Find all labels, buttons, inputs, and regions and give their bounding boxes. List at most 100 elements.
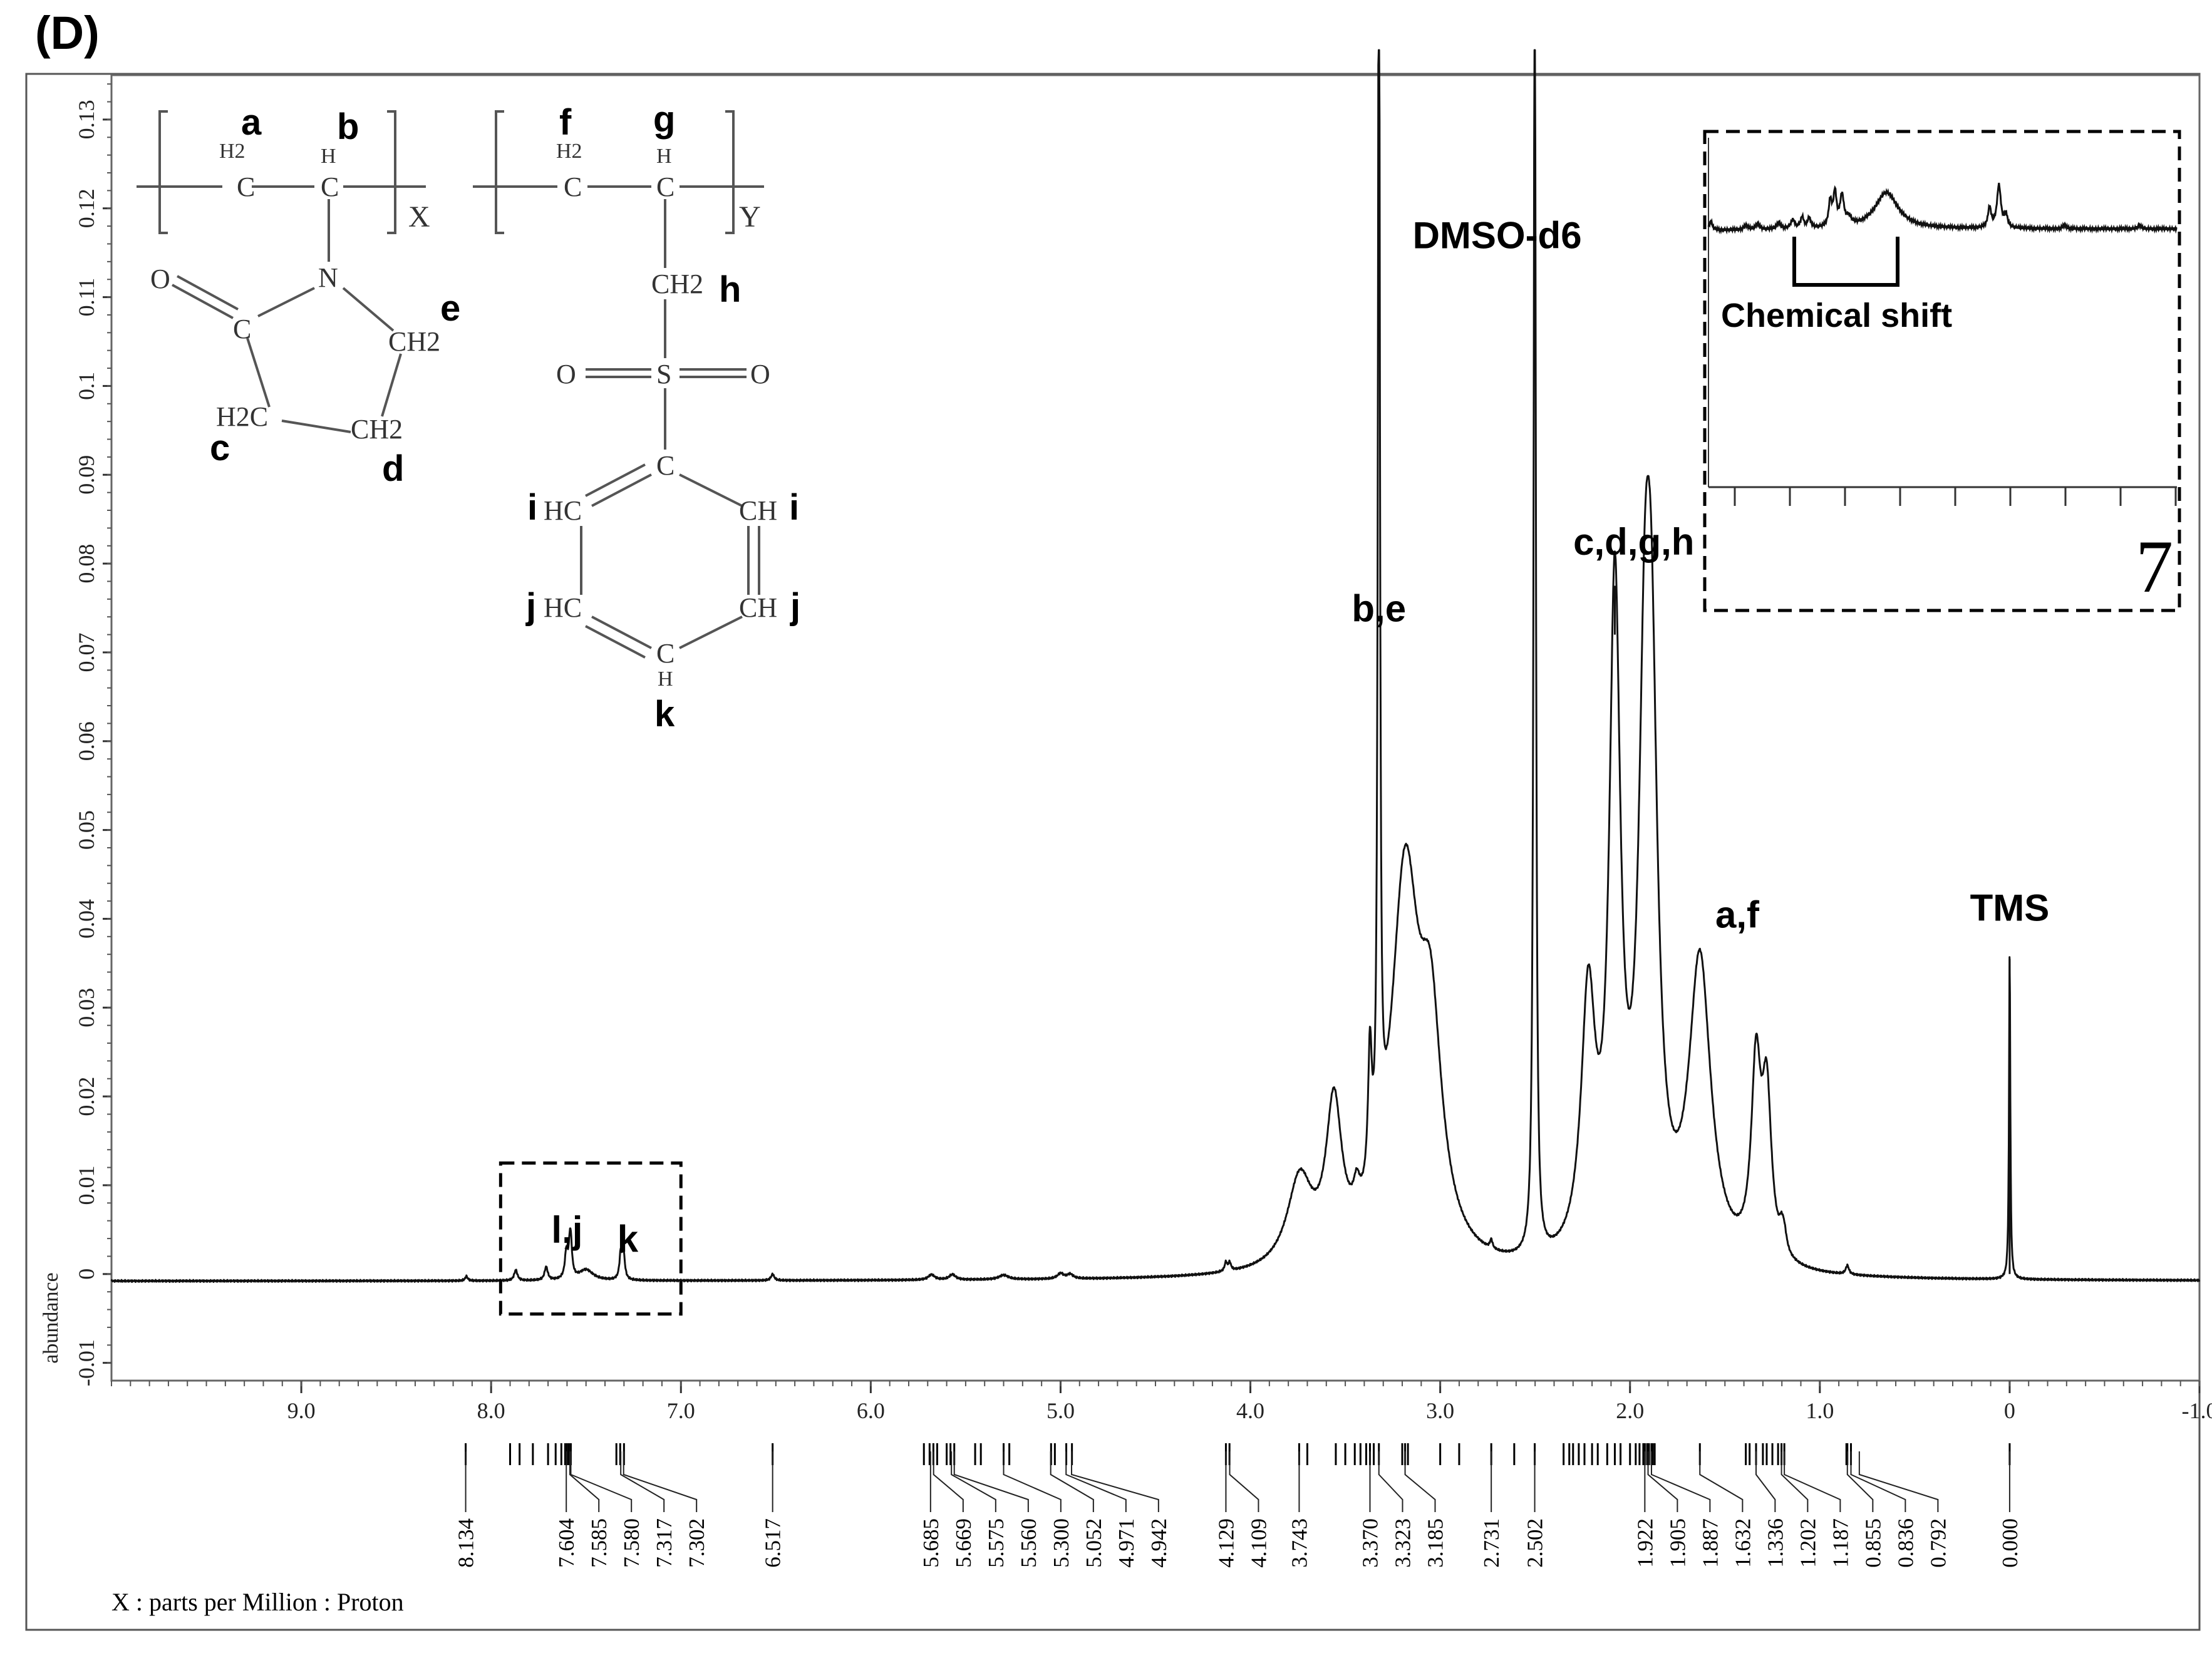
peak-label: 4.971 bbox=[1114, 1518, 1139, 1568]
y-tick-label: 0.12 bbox=[74, 188, 99, 228]
x-tick-label: 2.0 bbox=[1616, 1398, 1644, 1423]
x-tick-label: 3.0 bbox=[1426, 1398, 1454, 1423]
peak-label: 3.323 bbox=[1390, 1518, 1415, 1568]
atom-hc-left-bot: HC bbox=[544, 592, 582, 623]
atom-y-c2: C bbox=[656, 172, 674, 202]
peak-leader bbox=[1050, 1451, 1094, 1512]
peak-leader bbox=[953, 1451, 1029, 1512]
peak-label: 5.300 bbox=[1049, 1518, 1073, 1568]
y-tick-label: 0.04 bbox=[74, 899, 99, 939]
peak-label: 7.580 bbox=[619, 1518, 644, 1568]
y-tick-label: 0.03 bbox=[74, 988, 99, 1027]
atom-c-ring: C bbox=[233, 314, 251, 344]
peak-label: 5.685 bbox=[919, 1518, 943, 1568]
peak-label: 2.502 bbox=[1523, 1518, 1548, 1568]
peak-label: 5.560 bbox=[1016, 1518, 1041, 1568]
inset-ticks bbox=[1734, 487, 2177, 506]
atom-x-h: H bbox=[321, 145, 336, 168]
peak-leader bbox=[1850, 1451, 1906, 1512]
atom-x-c1: C bbox=[237, 172, 255, 202]
peak-label: 3.370 bbox=[1358, 1518, 1382, 1568]
peak-leader bbox=[570, 1451, 633, 1512]
subscript-y: Y bbox=[739, 200, 761, 234]
peak-marks bbox=[465, 1443, 2011, 1465]
letter-a: a bbox=[241, 102, 262, 143]
panel-label: (D) bbox=[35, 7, 100, 59]
x-tick-label: 1.0 bbox=[1806, 1398, 1834, 1423]
atom-ch2-h: CH2 bbox=[651, 269, 703, 299]
letter-d: d bbox=[382, 448, 404, 489]
peak-leader bbox=[951, 1451, 996, 1512]
annotation-b-e: b,e bbox=[1351, 587, 1406, 629]
atom-o-left: O bbox=[556, 359, 576, 389]
bond-n-c bbox=[257, 287, 315, 317]
y-tick-label: 0 bbox=[74, 1269, 99, 1280]
ring-bond-5b bbox=[585, 625, 646, 659]
bond-ch2-ch2 bbox=[381, 353, 402, 417]
atom-y-h: H bbox=[656, 145, 672, 168]
annotation-k: k bbox=[618, 1218, 639, 1260]
y-tick-label: 0.06 bbox=[74, 721, 99, 761]
atom-s: S bbox=[656, 359, 671, 389]
peak-leader bbox=[1846, 1451, 1874, 1512]
ring-bond-6 bbox=[679, 615, 743, 649]
peak-label: 2.731 bbox=[1479, 1518, 1504, 1568]
x-tick-label: 5.0 bbox=[1047, 1398, 1075, 1423]
letter-j-right: j bbox=[790, 586, 800, 627]
peak-label: 4.109 bbox=[1246, 1518, 1271, 1568]
x-tick-label: 7.0 bbox=[667, 1398, 695, 1423]
peak-leader bbox=[1755, 1451, 1776, 1512]
peak-leader bbox=[1378, 1451, 1403, 1512]
peak-label: 5.575 bbox=[984, 1518, 1008, 1568]
atom-ch2-d: CH2 bbox=[351, 414, 403, 445]
ring-bond-1b bbox=[585, 463, 646, 497]
peak-label: 1.202 bbox=[1796, 1518, 1820, 1568]
x-axis-label: X : parts per Million : Proton bbox=[111, 1588, 404, 1616]
peak-annotations: DMSO-d6 b,e c,d,g,h a,f TMS l,j k bbox=[551, 215, 2049, 1274]
x-tick-label: 0 bbox=[2004, 1398, 2015, 1423]
peak-label: 8.134 bbox=[454, 1518, 478, 1568]
ring-bond-1 bbox=[591, 473, 652, 507]
peak-leader bbox=[623, 1451, 698, 1512]
bond-h2c-ch2 bbox=[281, 420, 351, 433]
atom-h-bottom: H bbox=[658, 667, 673, 691]
letter-b: b bbox=[337, 106, 359, 147]
chemical-shift-label: Chemical shift bbox=[1721, 297, 1952, 334]
bracket-x-right bbox=[387, 110, 396, 234]
peak-label: 1.922 bbox=[1633, 1518, 1657, 1568]
peak-label: 1.336 bbox=[1763, 1518, 1787, 1568]
peak-leader bbox=[1650, 1451, 1711, 1512]
annotation-l-j: l,j bbox=[551, 1209, 582, 1251]
atom-c-top: C bbox=[656, 450, 674, 481]
letter-k: k bbox=[654, 694, 675, 734]
aromatic-region-box bbox=[499, 1161, 683, 1316]
y-tick-label: 0.02 bbox=[74, 1077, 99, 1116]
peak-leader bbox=[569, 1451, 600, 1512]
y-tick-label: 0.1 bbox=[74, 372, 99, 400]
annotation-a-f: a,f bbox=[1715, 894, 1760, 936]
atom-ch-right-top: CH bbox=[739, 495, 777, 526]
peak-label: 3.185 bbox=[1423, 1518, 1447, 1568]
peak-label: 1.887 bbox=[1698, 1518, 1722, 1568]
peak-label: 7.317 bbox=[652, 1518, 676, 1568]
atom-ch2-e: CH2 bbox=[388, 326, 440, 357]
letter-i-right: i bbox=[789, 487, 799, 528]
atom-hc-left-top: HC bbox=[544, 495, 582, 526]
atom-ch-right-bot: CH bbox=[739, 592, 777, 623]
annotation-c-d-g-h: c,d,g,h bbox=[1573, 521, 1694, 563]
x-tick-label: 9.0 bbox=[287, 1398, 316, 1423]
letter-h: h bbox=[719, 269, 741, 310]
letter-i-left: i bbox=[527, 487, 537, 528]
peak-label: 0.855 bbox=[1861, 1518, 1885, 1568]
peak-leader bbox=[1858, 1451, 1939, 1512]
peak-label: 0.792 bbox=[1926, 1518, 1950, 1568]
bond-c-o-2 bbox=[177, 275, 239, 311]
polymer-structure bbox=[137, 110, 764, 659]
peak-leader bbox=[620, 1451, 665, 1512]
letter-c: c bbox=[210, 428, 230, 468]
x-tick-label: 8.0 bbox=[477, 1398, 505, 1423]
subscript-x: X bbox=[408, 200, 430, 234]
letter-j-left: j bbox=[525, 586, 536, 627]
